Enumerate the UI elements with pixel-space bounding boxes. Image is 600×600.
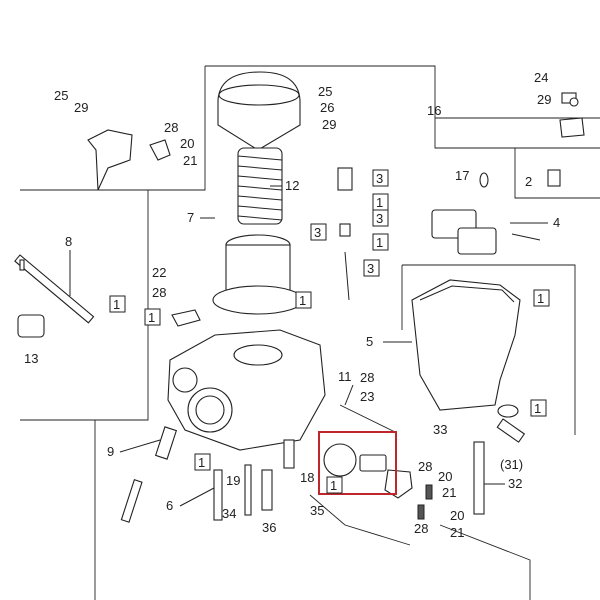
callout-5: 5 — [366, 334, 373, 349]
callout-29: 29 — [74, 100, 88, 115]
callout-24: 24 — [534, 70, 548, 85]
callout-12: 12 — [285, 178, 299, 193]
callout-17: 17 — [455, 168, 469, 183]
callout-3-box: 3 — [376, 171, 383, 186]
callout-31-paren: (31) — [500, 457, 523, 472]
float-bowl — [411, 279, 521, 411]
callout-3-box: 3 — [376, 211, 383, 226]
callout-4: 4 — [553, 215, 560, 230]
callout-9: 9 — [107, 444, 114, 459]
callout-28: 28 — [360, 370, 374, 385]
callout-3-box: 3 — [314, 225, 321, 240]
callout-32: 32 — [508, 476, 522, 491]
callout-35: 35 — [310, 503, 324, 518]
boxed-callouts: 1 1 1 3 1 3 3 1 3 1 1 1 1 — [109, 169, 550, 494]
callout-20: 20 — [180, 136, 194, 151]
parts-artwork — [14, 71, 585, 523]
callout-25: 25 — [54, 88, 68, 103]
callout-25: 25 — [318, 84, 332, 99]
callout-7: 7 — [187, 210, 194, 225]
callout-21: 21 — [183, 153, 197, 168]
callout-22: 22 — [152, 265, 166, 280]
leader-lines — [69, 185, 548, 507]
callout-3-box: 3 — [367, 261, 374, 276]
callout-34: 34 — [222, 506, 236, 521]
callout-1-box: 1 — [534, 401, 541, 416]
callout-2: 2 — [525, 174, 532, 189]
carburetor-body — [167, 329, 326, 451]
callout-1-box: 1 — [537, 291, 544, 306]
callout-28: 28 — [152, 285, 166, 300]
callout-6: 6 — [166, 498, 173, 513]
callout-1-box: 1 — [376, 195, 383, 210]
callout-26: 26 — [320, 100, 334, 115]
callout-1-box: 1 — [198, 455, 205, 470]
callout-28: 28 — [414, 521, 428, 536]
callout-21: 21 — [450, 525, 464, 540]
callouts: 25 29 28 20 21 25 26 29 16 24 29 12 7 17… — [24, 70, 560, 540]
callout-1-box: 1 — [330, 478, 337, 493]
callout-33: 33 — [433, 422, 447, 437]
callout-18: 18 — [300, 470, 314, 485]
callout-20: 20 — [450, 508, 464, 523]
callout-1-box: 1 — [113, 297, 120, 312]
callout-11: 11 — [338, 369, 352, 384]
callout-20: 20 — [438, 469, 452, 484]
callout-21: 21 — [442, 485, 456, 500]
group-guide-lines — [20, 65, 600, 600]
callout-1-box: 1 — [299, 293, 306, 308]
callout-1-box: 1 — [148, 310, 155, 325]
callout-29: 29 — [322, 117, 336, 132]
callout-16: 16 — [427, 103, 441, 118]
callout-29: 29 — [537, 92, 551, 107]
callout-28: 28 — [164, 120, 178, 135]
callout-23: 23 — [360, 389, 374, 404]
callout-36: 36 — [262, 520, 276, 535]
callout-28: 28 — [418, 459, 432, 474]
callout-13: 13 — [24, 351, 38, 366]
highlight-frame — [318, 431, 397, 495]
callout-19: 19 — [226, 473, 240, 488]
callout-1-box: 1 — [376, 235, 383, 250]
callout-8: 8 — [65, 234, 72, 249]
